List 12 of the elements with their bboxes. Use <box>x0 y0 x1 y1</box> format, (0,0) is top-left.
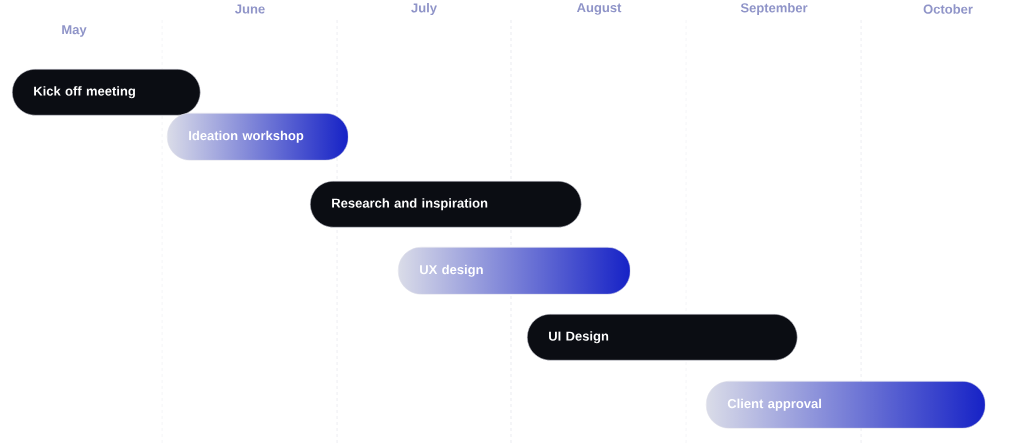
month-label: June <box>235 4 265 14</box>
month-label: August <box>576 3 622 15</box>
task-bar: UX design <box>398 247 631 295</box>
task-bar: Kick off meeting <box>12 69 201 116</box>
task-bar: Ideation workshop <box>167 113 349 161</box>
month-label: July <box>411 2 437 16</box>
month-label: September <box>740 2 808 16</box>
month-label: October <box>923 4 973 14</box>
task-bar: Research and inspiration <box>310 181 582 228</box>
month-label: May <box>62 25 87 37</box>
task-bar: Client approval <box>706 381 986 429</box>
task-bar: UI Design <box>527 314 798 361</box>
